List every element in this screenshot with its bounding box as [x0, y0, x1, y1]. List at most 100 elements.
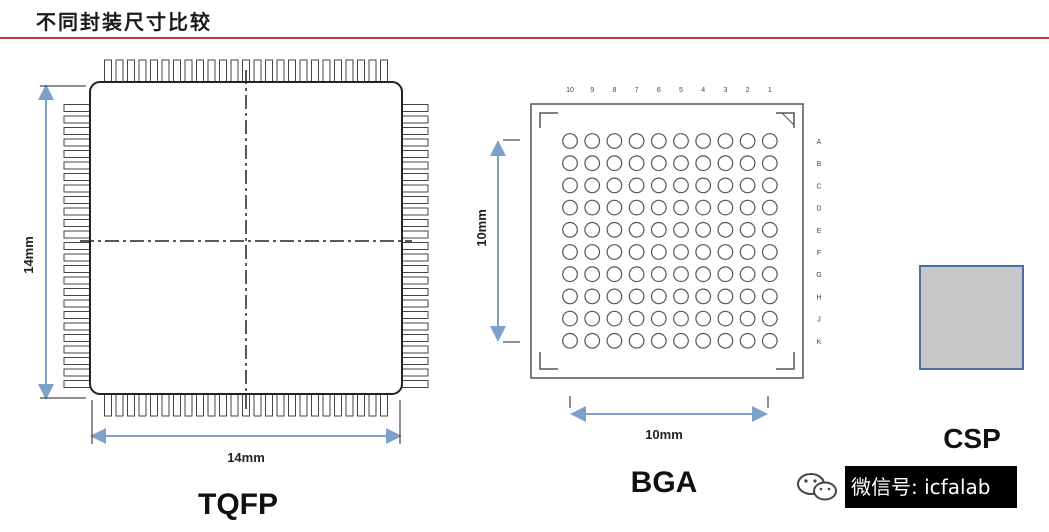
bga-row-label: G [816, 272, 821, 279]
bga-ball [739, 199, 756, 216]
bga-ball [562, 244, 578, 260]
bga-ball [562, 266, 578, 283]
bga-ball [584, 221, 601, 238]
bga-ball [628, 199, 645, 216]
bga-ball [584, 199, 601, 216]
bga-ball-grid [562, 133, 778, 349]
bga-row-label: A [817, 139, 822, 146]
bga-ball [673, 221, 689, 238]
bga-ball [717, 288, 734, 305]
bga-column-label: 7 [635, 87, 639, 94]
bga-ball [650, 266, 667, 283]
bga-ball [739, 221, 756, 238]
bga-column-label: 6 [657, 87, 661, 94]
bga-ball [650, 133, 667, 149]
csp-package: CSP [919, 265, 1024, 454]
bga-ball [761, 244, 778, 260]
bga-ball [628, 288, 645, 305]
bga-ball [606, 177, 623, 194]
bga-ball [739, 288, 756, 305]
bga-ball [650, 177, 667, 194]
bga-ball [695, 310, 712, 327]
bga-ball [695, 266, 712, 283]
bga-ball [606, 332, 623, 349]
bga-ball [628, 155, 645, 172]
bga-ball [695, 155, 712, 172]
tqfp-name: TQFP [198, 488, 278, 521]
bga-ball [717, 266, 734, 283]
bga-ball [673, 177, 689, 194]
tqfp-height-label: 14mm [21, 236, 36, 274]
bga-ball [717, 221, 734, 238]
bga-ball [673, 155, 689, 172]
bga-ball [761, 199, 778, 216]
bga-ball [606, 199, 623, 216]
bga-ball [584, 332, 601, 349]
bga-ball [717, 332, 734, 349]
bga-ball [606, 310, 623, 327]
bga-ball [695, 244, 712, 260]
bga-ball [761, 221, 778, 238]
csp-name: CSP [943, 423, 1001, 454]
bga-column-label: 2 [746, 87, 750, 94]
bga-ball [673, 199, 689, 216]
bga-ball [650, 244, 667, 260]
bga-ball [673, 288, 689, 305]
bga-ball [562, 288, 578, 305]
bga-ball [562, 177, 578, 194]
bga-ball [584, 288, 601, 305]
bga-ball [584, 155, 601, 172]
bga-ball [650, 310, 667, 327]
bga-column-label: 3 [723, 87, 727, 94]
bga-ball [717, 199, 734, 216]
bga-ball [695, 177, 712, 194]
bga-ball [628, 244, 645, 260]
bga-ball [695, 133, 712, 149]
bga-ball [717, 310, 734, 327]
bga-ball [717, 133, 734, 149]
bga-ball [673, 332, 689, 349]
bga-ball [695, 332, 712, 349]
bga-row-label: H [816, 294, 821, 301]
bga-ball [584, 133, 601, 149]
bga-ball [650, 332, 667, 349]
bga-ball [695, 199, 712, 216]
bga-column-label: 8 [612, 87, 616, 94]
bga-ball [606, 155, 623, 172]
bga-ball [739, 244, 756, 260]
tqfp-package: 14mm 14mm TQFP [21, 59, 429, 521]
bga-ball [739, 332, 756, 349]
bga-column-label: 1 [768, 87, 772, 94]
bga-height-label: 10mm [474, 209, 489, 247]
bga-column-label: 10 [566, 87, 574, 94]
bga-row-label: F [817, 250, 821, 257]
bga-ball [628, 221, 645, 238]
csp-body [919, 265, 1024, 370]
bga-ball [562, 221, 578, 238]
bga-ball [650, 288, 667, 305]
bga-ball [739, 266, 756, 283]
bga-ball [606, 133, 623, 149]
title-rule [0, 37, 1049, 39]
bga-ball [606, 266, 623, 283]
bga-ball [628, 266, 645, 283]
bga-ball [584, 244, 601, 260]
bga-ball [717, 177, 734, 194]
bga-ball [739, 155, 756, 172]
watermark: 微信号: icfalab [845, 466, 1017, 508]
bga-ball [628, 332, 645, 349]
bga-row-label: K [817, 339, 822, 346]
bga-ball [717, 155, 734, 172]
bga-ball [695, 288, 712, 305]
bga-corner-marks [539, 112, 795, 370]
bga-row-label: C [816, 183, 821, 190]
bga-ball [650, 155, 667, 172]
bga-ball [739, 133, 756, 149]
bga-body [530, 103, 804, 379]
bga-column-label: 9 [590, 87, 594, 94]
bga-ball [673, 310, 689, 327]
